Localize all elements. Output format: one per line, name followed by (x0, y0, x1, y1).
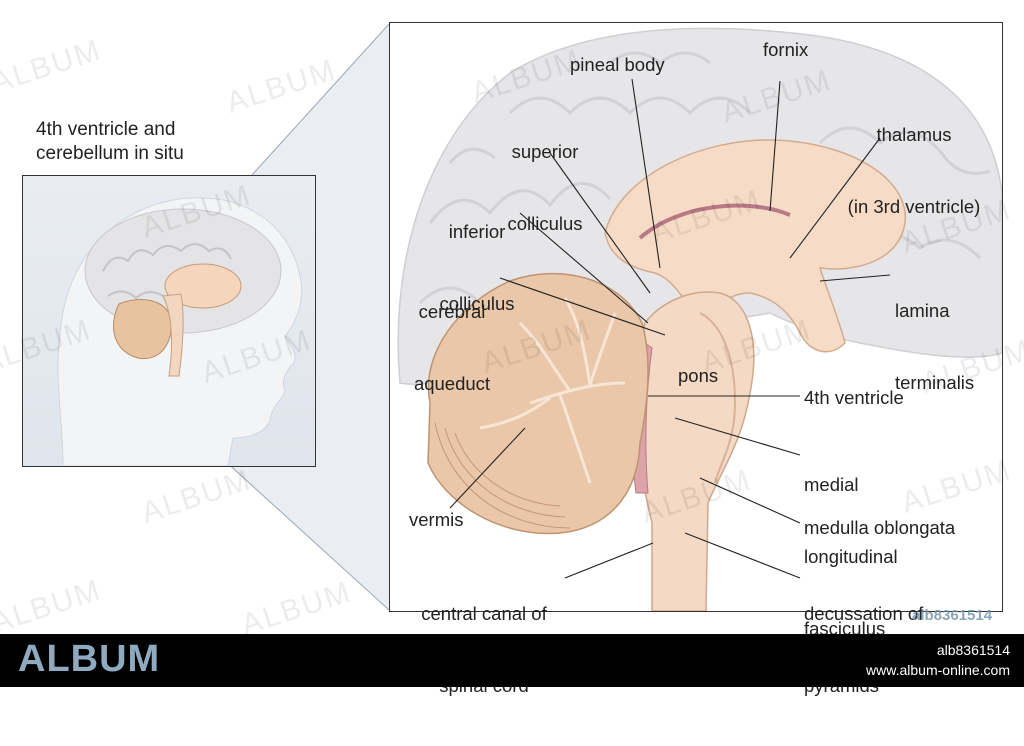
inset-head-panel (22, 175, 316, 467)
label-fornix: fornix (763, 39, 809, 60)
head-silhouette-drawing (57, 197, 303, 466)
label-cerebral-aqueduct-line2: aqueduct (413, 373, 491, 394)
illustration-canvas: 4th ventricle and cerebellum in situ (0, 22, 1024, 696)
label-lamina-terminalis-line1: lamina (895, 300, 950, 321)
inset-title-line2: cerebellum in situ (36, 143, 184, 164)
image-id-stamp: alb8361514 (912, 607, 993, 624)
label-lamina-terminalis-line2: terminalis (895, 372, 975, 393)
label-thalamus-line1: thalamus (876, 124, 952, 145)
label-inferior-colliculus-line1: inferior (448, 221, 506, 242)
footer-image-id: alb8361514 (936, 642, 1010, 658)
label-pineal-body: pineal body (570, 54, 665, 75)
label-medulla-oblongata: medulla oblongata (804, 517, 956, 538)
label-vermis: vermis (409, 509, 464, 530)
label-decussation-line1: decussation of (804, 603, 924, 624)
label-thalamus: thalamus (in 3rd ventricle) (834, 75, 994, 267)
label-central-canal-line1: central canal of (421, 603, 547, 624)
label-mlf-line1: medial (804, 474, 859, 495)
cerebellar-folia (434, 422, 571, 529)
label-pons: pons (678, 365, 719, 386)
label-superior-colliculus-line2: colliculus (507, 213, 583, 234)
inset-title-line1: 4th ventricle and (36, 119, 176, 140)
label-medial-longitudinal-fasciculus: medial longitudinal fasciculus (804, 425, 898, 689)
main-diagram-panel (389, 22, 1003, 612)
brainstem-shape (632, 291, 755, 611)
cerebellum-shape (427, 272, 649, 535)
label-inferior-colliculus-line2: colliculus (439, 293, 515, 314)
fornix-line (638, 203, 791, 240)
label-lamina-terminalis: lamina terminalis (895, 251, 974, 443)
label-4th-ventricle: 4th ventricle (804, 387, 904, 408)
leader-lines (449, 78, 891, 579)
label-mlf-line2: longitudinal (804, 546, 898, 567)
album-logo[interactable]: ALBUM (18, 638, 161, 680)
label-inferior-colliculus: inferior colliculus (432, 172, 522, 364)
footer-bar: ALBUM alb8361514 www.album-online.com (0, 634, 1024, 687)
label-superior-colliculus: superior colliculus (500, 92, 590, 284)
label-mlf-line3: fasciculus (804, 618, 886, 639)
label-cerebral-aqueduct: cerebral aqueduct (406, 252, 498, 444)
inset-title: 4th ventricle and cerebellum in situ (36, 118, 296, 166)
brain-sagittal-drawing (397, 27, 1002, 611)
label-superior-colliculus-line1: superior (511, 141, 579, 162)
label-cerebral-aqueduct-line1: cerebral (418, 301, 486, 322)
label-thalamus-line2: (in 3rd ventricle) (847, 196, 981, 217)
footer-website-link[interactable]: www.album-online.com (866, 662, 1010, 678)
